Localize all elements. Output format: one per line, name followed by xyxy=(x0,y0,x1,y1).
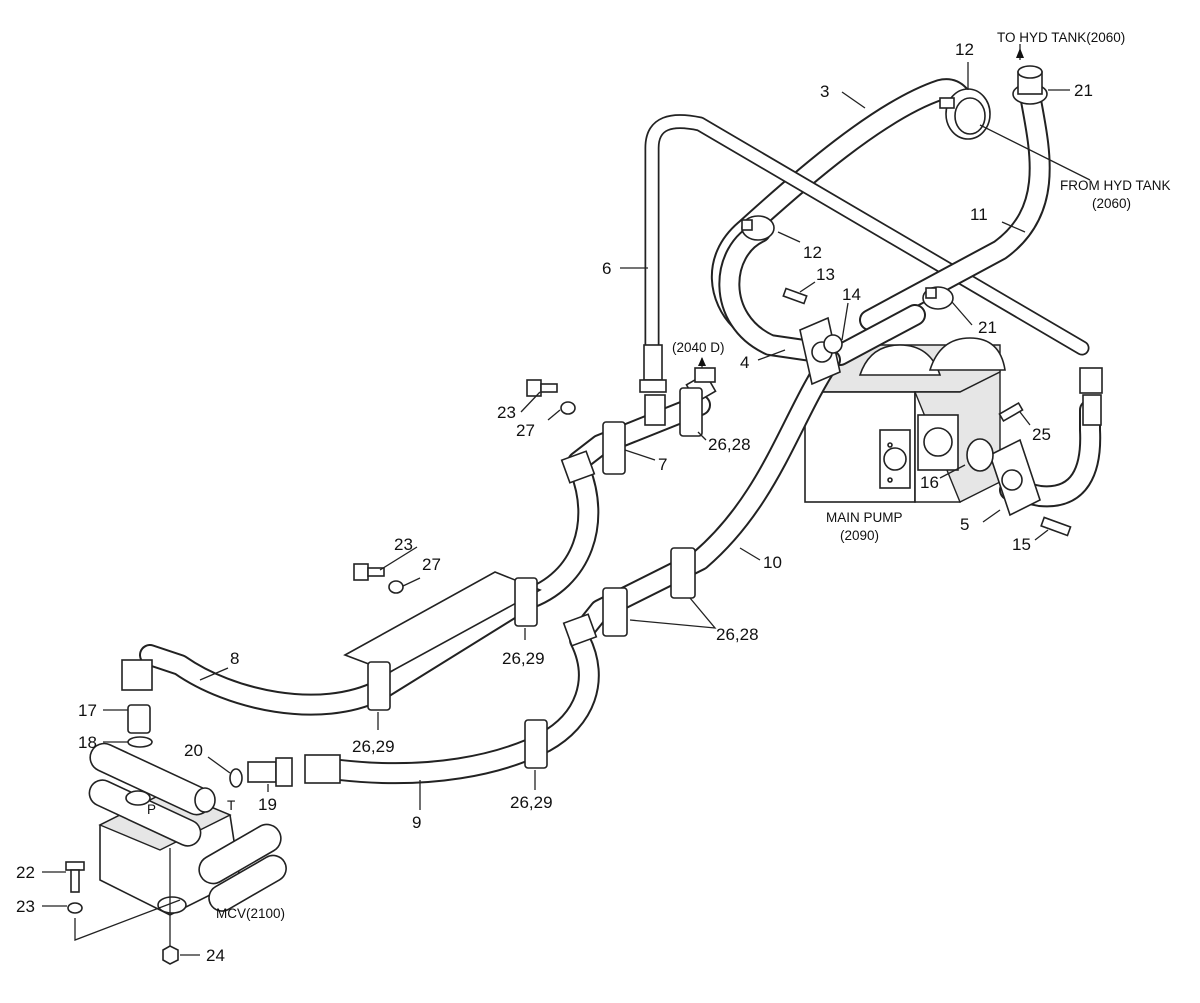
fitting-8-upper xyxy=(560,450,596,484)
pipe-clamp-7-left xyxy=(602,421,626,475)
mcv-valve xyxy=(88,742,287,916)
callout-21-mid: 21 xyxy=(978,318,997,337)
callout-8: 8 xyxy=(230,649,239,668)
callout-6: 6 xyxy=(602,259,611,278)
label-mcv: MCV(2100) xyxy=(216,906,285,921)
callout-26-28-upper: 26,28 xyxy=(708,435,751,454)
fitting-5-nut xyxy=(1082,394,1102,426)
label-port-p: P xyxy=(147,802,156,817)
bolt-25 xyxy=(998,401,1024,423)
callout-26-28-lower: 26,28 xyxy=(716,625,759,644)
callout-9: 9 xyxy=(412,813,421,832)
callout-22: 22 xyxy=(16,863,35,882)
callout-12-top: 12 xyxy=(955,40,974,59)
fitting-10-lower xyxy=(562,613,598,647)
bolt-13 xyxy=(782,287,808,305)
hose-10 xyxy=(569,349,841,646)
fitting-6-nut xyxy=(639,379,667,393)
hose-11 xyxy=(859,84,1051,331)
label-main-pump: MAIN PUMP xyxy=(826,510,903,525)
main-pump xyxy=(803,337,1006,503)
callout-19: 19 xyxy=(258,795,277,814)
label-from-hyd-tank: FROM HYD TANK xyxy=(1060,178,1171,193)
callout-18: 18 xyxy=(78,733,97,752)
callout-24: 24 xyxy=(206,946,225,965)
callout-7: 7 xyxy=(658,455,667,474)
bolt-23-upper xyxy=(526,379,558,397)
callout-11: 11 xyxy=(970,205,988,224)
label-to-hyd-tank: TO HYD TANK(2060) xyxy=(997,30,1125,45)
fitting-17 xyxy=(127,704,151,734)
o-ring-20 xyxy=(229,768,243,788)
pipe-clamp-8-lower xyxy=(367,661,391,711)
callout-23-lower: 23 xyxy=(16,897,35,916)
hose-clamp-21-top xyxy=(1012,65,1048,105)
pipe-clamp-8-upper xyxy=(514,577,538,627)
o-ring-18 xyxy=(127,736,153,748)
callout-3: 3 xyxy=(820,82,829,101)
callout-4: 4 xyxy=(740,353,749,372)
pipe-clamp-10-upper xyxy=(670,547,696,599)
callout-17: 17 xyxy=(78,701,97,720)
callout-26-29-a: 26,29 xyxy=(502,649,545,668)
callout-26-29-c: 26,29 xyxy=(510,793,553,812)
hose-6 xyxy=(644,114,1090,358)
callout-5: 5 xyxy=(960,515,969,534)
fitting-tee xyxy=(644,394,666,426)
pipe-21-mid xyxy=(829,304,926,366)
o-ring-16 xyxy=(966,438,994,472)
elbow-19 xyxy=(247,757,293,787)
callout-23-mid: 23 xyxy=(394,535,413,554)
fitting-6-end xyxy=(643,344,663,381)
arrow-2040d xyxy=(698,357,706,366)
callout-10: 10 xyxy=(763,553,782,572)
callout-23-upper: 23 xyxy=(497,403,516,422)
flange-suction xyxy=(799,316,843,386)
washer-27-upper xyxy=(560,401,576,415)
bolt-15 xyxy=(1040,516,1072,537)
callout-25: 25 xyxy=(1032,425,1051,444)
callout-13: 13 xyxy=(816,265,835,284)
bolt-22 xyxy=(65,861,85,893)
callout-20: 20 xyxy=(184,741,203,760)
bolt-23-mid xyxy=(353,563,385,581)
callout-15: 15 xyxy=(1012,535,1031,554)
pipe-clamp-9 xyxy=(524,719,548,769)
pipe-clamp-7-right xyxy=(679,387,703,437)
callout-16: 16 xyxy=(920,473,939,492)
arrow-to-hyd-tank xyxy=(1016,48,1024,58)
hose-clamp-12-mid xyxy=(741,215,775,241)
label-main-pump-ref: (2090) xyxy=(840,528,879,543)
callout-12-mid: 12 xyxy=(803,243,822,262)
hose-5 xyxy=(999,399,1102,508)
washer-23-lower xyxy=(67,902,83,914)
callout-27-upper: 27 xyxy=(516,421,535,440)
washer-27-mid xyxy=(388,580,404,594)
label-from-hyd-tank-ref: (2060) xyxy=(1092,196,1131,211)
callout-21-top: 21 xyxy=(1074,81,1093,100)
flange-5 xyxy=(989,438,1041,517)
fitting-8-elbow xyxy=(121,659,153,691)
label-2040d: (2040 D) xyxy=(672,340,725,355)
callout-14: 14 xyxy=(842,285,861,304)
callout-26-29-b: 26,29 xyxy=(352,737,395,756)
nut-24 xyxy=(162,945,179,965)
hose-clamp-21-mid xyxy=(922,286,954,310)
label-port-t: T xyxy=(227,798,235,813)
hose-4 xyxy=(718,221,829,363)
fitting-9-nut xyxy=(304,754,341,784)
pipe-clamp-10-lower xyxy=(602,587,628,637)
leader-lines xyxy=(42,44,1091,956)
fitting-5-right xyxy=(1079,367,1103,394)
callout-27-mid: 27 xyxy=(422,555,441,574)
